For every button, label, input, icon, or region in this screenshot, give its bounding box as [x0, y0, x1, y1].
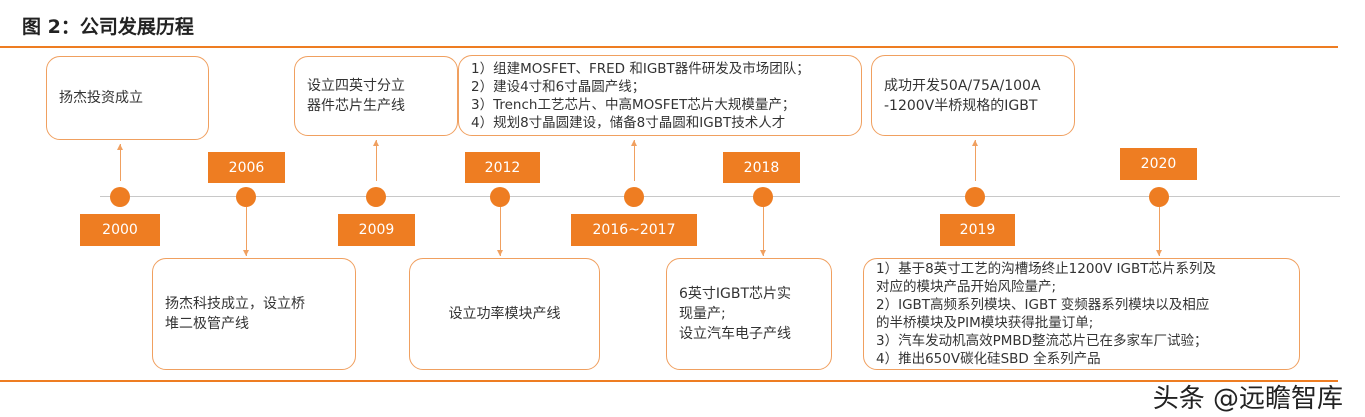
milestone-text-line: 成功开发50A/75A/100A — [884, 77, 1041, 94]
year-label: 2019 — [940, 214, 1015, 246]
milestone-text-line: 2）建设4寸和6寸晶圆产线； — [471, 78, 646, 95]
year-label: 2018 — [723, 152, 800, 183]
milestone-text-line: 对应的模块产品开始风险量产; — [876, 279, 1057, 295]
timeline-axis — [100, 196, 1340, 197]
milestone-box: 设立功率模块产线 — [409, 258, 600, 370]
milestone-text-line: 扬杰投资成立 — [59, 90, 143, 106]
timeline-dot — [236, 187, 256, 207]
timeline-dot — [624, 187, 644, 207]
timeline-dot — [490, 187, 510, 207]
milestone-box: 6英寸IGBT芯片实现量产; 设立汽车电子产线 — [666, 258, 832, 370]
timeline-dot — [366, 187, 386, 207]
milestone-text-line: 的半桥模块及PIM模块获得批量订单; — [876, 315, 1094, 331]
milestone-text-line: -1200V半桥规格的IGBT — [884, 97, 1038, 114]
milestone-text-line: 2）IGBT高频系列模块、IGBT 变频器系列模块以及相应 — [876, 297, 1210, 313]
milestone-text-line: 扬杰科技成立，设立桥 — [165, 296, 305, 312]
year-label: 2012 — [465, 152, 540, 183]
milestone-box: 1）组建MOSFET、FRED 和IGBT器件研发及市场团队；2）建设4寸和6寸… — [458, 55, 862, 136]
milestone-text-line: 堆二极管产线 — [165, 316, 249, 332]
watermark: 头条 @远瞻智库 — [1152, 384, 1343, 414]
connector-arrow — [631, 140, 637, 181]
milestone-text-line: 设立汽车电子产线 — [679, 326, 791, 342]
figure-title: 图 2：公司发展历程 — [22, 16, 194, 38]
connector-arrow — [972, 140, 978, 181]
milestone-text-line: 设立功率模块产线 — [448, 306, 561, 322]
milestone-box: 设立四英寸分立器件芯片生产线 — [294, 56, 458, 136]
top-rule — [0, 46, 1338, 48]
milestone-box: 成功开发50A/75A/100A -1200V半桥规格的IGBT — [871, 55, 1075, 136]
milestone-text-line: 1）组建MOSFET、FRED 和IGBT器件研发及市场团队； — [471, 60, 810, 77]
milestone-box: 扬杰科技成立，设立桥堆二极管产线 — [152, 258, 356, 370]
timeline-dot — [965, 187, 985, 207]
milestone-text-line: 6英寸IGBT芯片实 — [679, 286, 792, 302]
milestone-text-line: 器件芯片生产线 — [307, 98, 405, 114]
milestone-box: 扬杰投资成立 — [46, 56, 209, 140]
connector-arrow — [497, 207, 503, 256]
timeline-dot — [753, 187, 773, 207]
connector-arrow — [243, 207, 249, 256]
year-label: 2006 — [208, 152, 285, 183]
milestone-box: 1）基于8英寸工艺的沟槽场终止1200V IGBT芯片系列及对应的模块产品开始风… — [863, 258, 1300, 370]
year-label: 2000 — [80, 214, 160, 246]
milestone-text-line: 3）汽车发动机高效PMBD整流芯片已在多家车厂试验； — [876, 333, 1208, 349]
milestone-text-line: 设立四英寸分立 — [307, 78, 405, 94]
milestone-text-line: 4）规划8寸晶圆建设，储备8寸晶圆和IGBT技术人才 — [471, 114, 786, 131]
connector-arrow — [117, 144, 123, 181]
connector-arrow — [373, 140, 379, 181]
timeline-dot — [110, 187, 130, 207]
timeline-dot — [1149, 187, 1169, 207]
connector-arrow — [760, 207, 766, 256]
milestone-text-line: 4）推出650V碳化硅SBD 全系列产品 — [876, 351, 1101, 367]
year-label: 2020 — [1120, 148, 1197, 180]
year-label: 2016~2017 — [571, 214, 697, 246]
connector-arrow — [1156, 207, 1162, 256]
bottom-rule — [0, 380, 1338, 382]
milestone-text-line: 3）Trench工艺芯片、中高MOSFET芯片大规模量产； — [471, 96, 796, 113]
milestone-text-line: 1）基于8英寸工艺的沟槽场终止1200V IGBT芯片系列及 — [876, 261, 1217, 277]
year-label: 2009 — [338, 214, 415, 246]
milestone-text-line: 现量产; — [679, 306, 726, 322]
